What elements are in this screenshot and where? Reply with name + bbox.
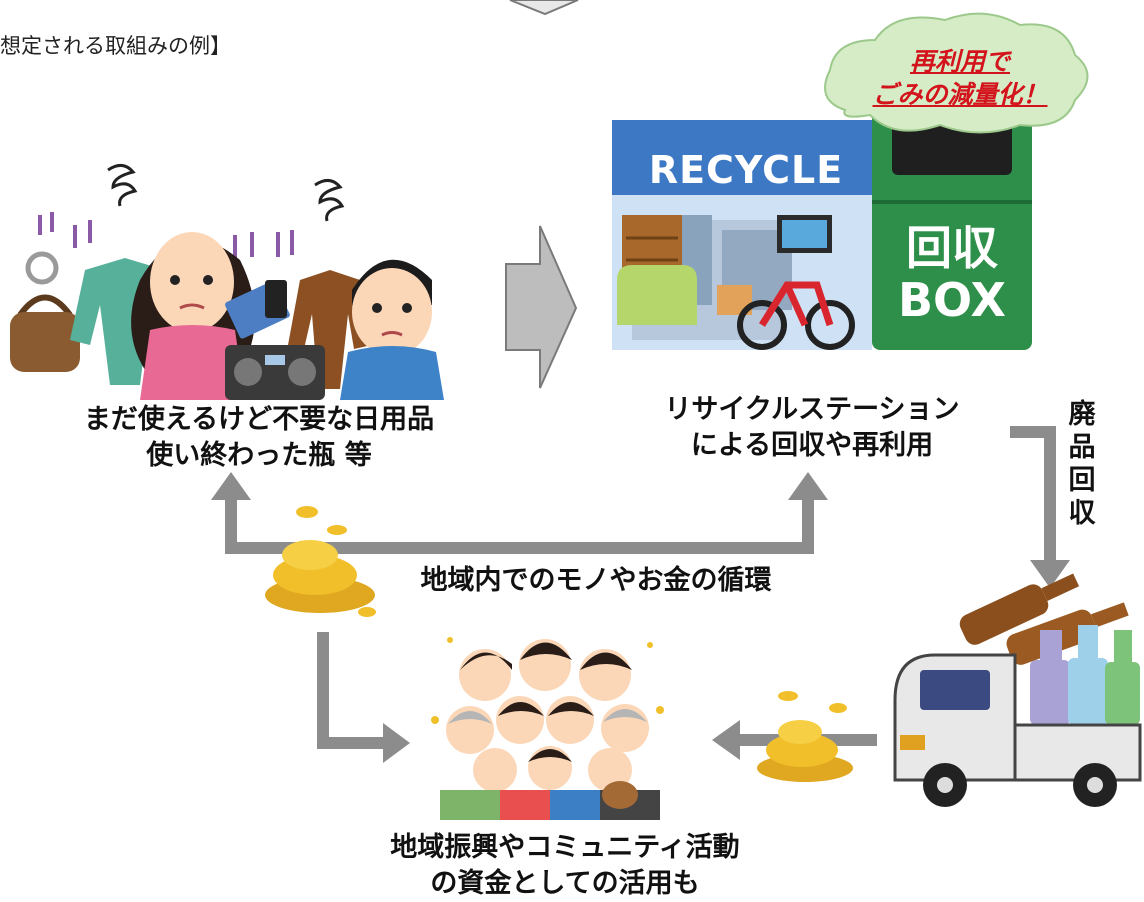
waste-char-2: 品	[1068, 432, 1096, 463]
waste-collection-label: 廃 品 回 収	[1062, 398, 1102, 530]
store-sign: RECYCLE	[648, 148, 844, 192]
box-sign-line1: 回収	[906, 221, 998, 275]
unneeded-items-caption: まだ使えるけど不要な日用品 使い終わった瓶 等	[24, 402, 494, 474]
flow-right-arrow	[505, 225, 578, 389]
box-sign: 回収 BOX	[872, 222, 1032, 326]
worried-people-icon	[10, 164, 444, 400]
circulation-label: 地域内でのモノやお金の循環	[420, 565, 772, 596]
bottle-truck-icon	[893, 573, 1142, 807]
cloud-shape	[824, 12, 1089, 134]
cloud-message: 再利用で ごみの減量化！	[830, 45, 1090, 111]
unneeded-items-line1: まだ使えるけど不要な日用品	[83, 404, 435, 435]
unneeded-items-line2: 使い終わった瓶 等	[146, 440, 372, 471]
waste-char-1: 廃	[1068, 399, 1096, 430]
recycle-station-line1: リサイクルステーション	[664, 394, 960, 425]
recycle-station-caption: リサイクルステーション による回収や再利用	[612, 392, 1012, 464]
community-line1: 地域振興やコミュニティ活動	[390, 832, 740, 863]
gold-coins-icon	[265, 506, 376, 617]
collection-box-icon	[872, 100, 1032, 350]
waste-char-3: 回	[1068, 465, 1096, 496]
waste-char-4: 収	[1068, 498, 1096, 529]
cloud-line1: 再利用で	[909, 47, 1010, 76]
happy-crowd-icon	[431, 637, 664, 820]
page-heading: 想定される取組みの例】	[0, 34, 231, 58]
recycle-store-icon	[612, 120, 872, 350]
cloud-line2: ごみの減量化！	[872, 80, 1048, 109]
community-caption: 地域振興やコミュニティ活動 の資金としての活用も	[330, 830, 800, 902]
recycle-station-line2: による回収や再利用	[690, 430, 934, 461]
gold-coins-icon	[757, 691, 853, 782]
box-sign-line2: BOX	[898, 273, 1006, 327]
community-line2: の資金としての活用も	[430, 868, 700, 899]
